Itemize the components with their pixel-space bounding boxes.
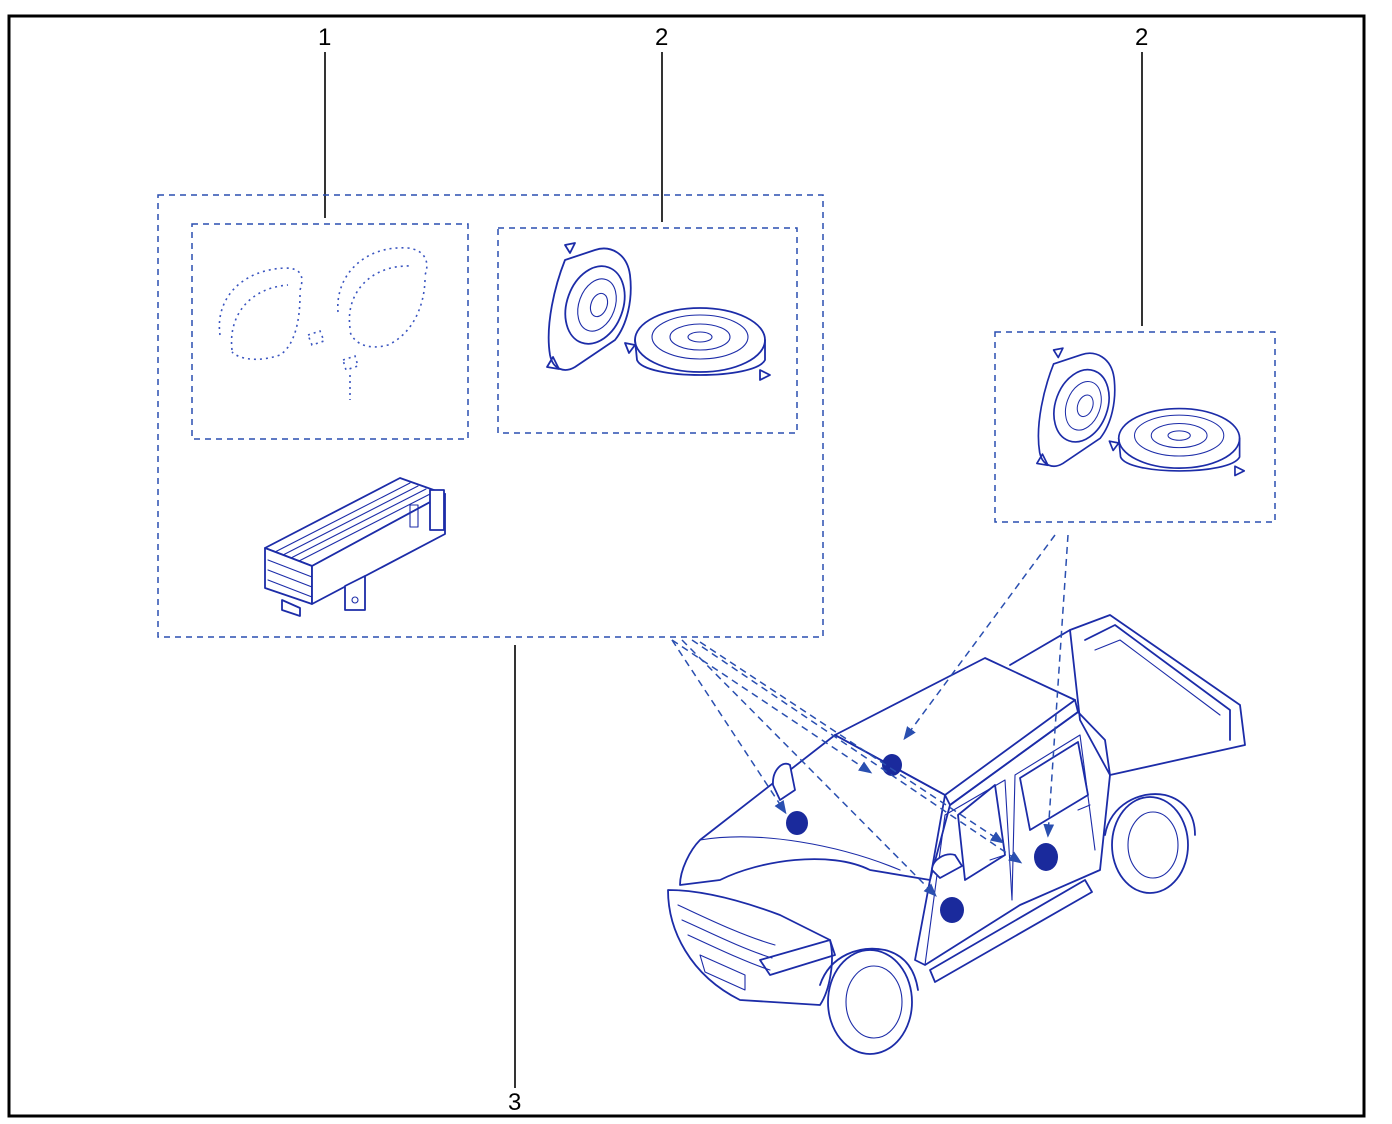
callout-2-right: 2 (1135, 24, 1148, 51)
amplifier-icon (264, 477, 446, 617)
speaker-pair-left-icon (546, 242, 771, 381)
right-kit-arrows (903, 534, 1069, 838)
tweeter-pair-icon (218, 247, 428, 400)
kit-box-outer (157, 194, 824, 638)
kit-box-tweeters (191, 223, 469, 440)
callout-1: 1 (318, 24, 331, 51)
speaker-location-dash-left (786, 811, 808, 835)
kit-box-speakers-right (994, 331, 1276, 523)
speaker-location-dash-right (882, 754, 902, 776)
kit-box-speakers-left (497, 227, 798, 434)
kit-arrows (671, 639, 1023, 897)
speaker-location-rear-door (1034, 843, 1058, 871)
pickup-truck-icon (667, 614, 1246, 1055)
callout-2-left: 2 (655, 24, 668, 51)
speaker-pair-right-icon (1036, 347, 1246, 477)
speaker-location-front-door (940, 897, 964, 923)
outer-frame (7, 14, 1366, 1118)
callout-3: 3 (508, 1089, 521, 1116)
